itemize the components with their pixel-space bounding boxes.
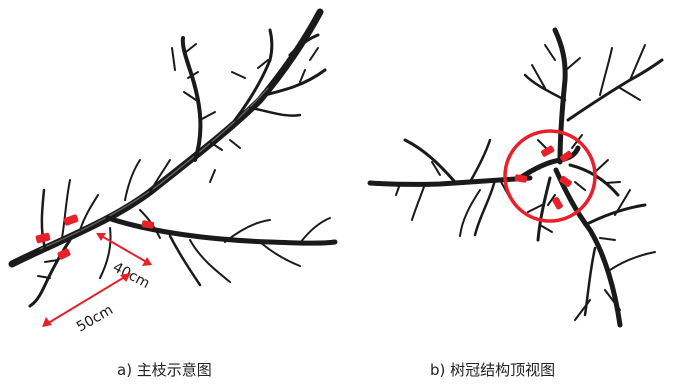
main-branch-diagram (12, 12, 335, 306)
dimension-50cm: 50cm (42, 273, 131, 335)
dimension-40cm: 40cm (96, 233, 152, 292)
label-50cm: 50cm (74, 302, 116, 335)
caption-main-branch: a) 主枝示意图 (117, 359, 212, 380)
pruning-zone-b (505, 131, 595, 221)
caption-crown-top-view: b) 树冠结构顶视图 (430, 359, 555, 380)
pruning-marks-a (35, 214, 154, 260)
